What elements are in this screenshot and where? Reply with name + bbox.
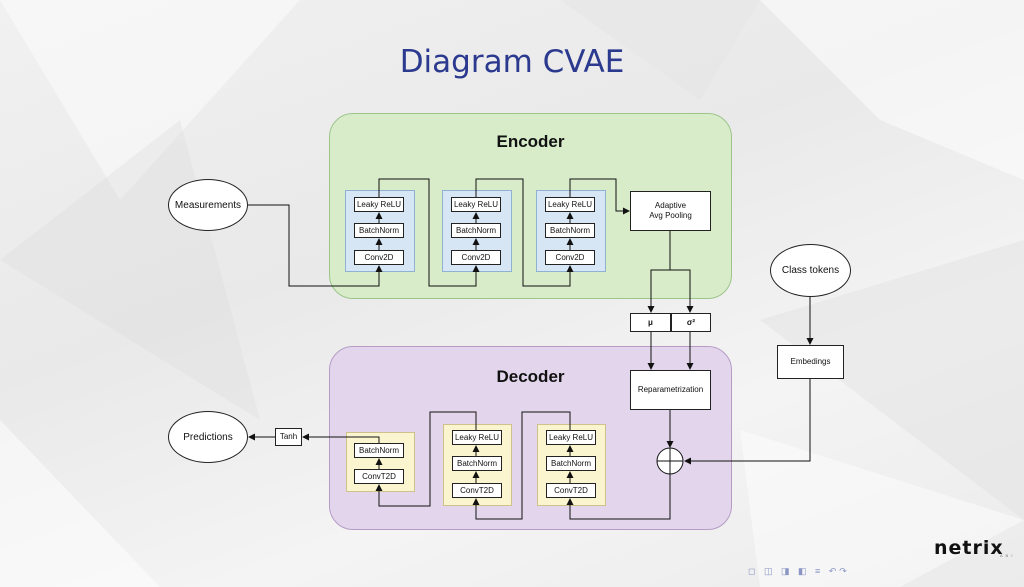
decoder-block-1-batchnorm: BatchNorm: [354, 443, 404, 458]
class-tokens-node: Class tokens: [770, 244, 851, 297]
encoder-block-2-batchnorm: BatchNorm: [451, 223, 501, 238]
encoder-title: Encoder: [496, 132, 565, 151]
decoder-block-3-batchnorm: BatchNorm: [546, 456, 596, 471]
measurements-node: Measurements: [168, 179, 248, 231]
encoder-block-3-leaky-relu: Leaky ReLU: [545, 197, 595, 212]
netrix-logo-subtext: A B I: [1000, 553, 1014, 558]
tanh-node: Tanh: [275, 428, 302, 446]
slide-navigation[interactable]: ◻ ◫ ◨ ◧ ≡ ↶↷: [748, 566, 850, 576]
decoder-block-3-leaky-relu: Leaky ReLU: [546, 430, 596, 445]
sigma-node: σ²: [671, 313, 711, 332]
encoder-block-1-conv2d: Conv2D: [354, 250, 404, 265]
pooling-line-2: Avg Pooling: [649, 211, 692, 220]
reparametrization-node: Reparametrization: [630, 370, 711, 410]
adaptive-avg-pooling: Adaptive Avg Pooling: [630, 191, 711, 231]
mu-node: μ: [630, 313, 671, 332]
decoder-block-1-convt2d: ConvT2D: [354, 469, 404, 484]
decoder-block-2-convt2d: ConvT2D: [452, 483, 502, 498]
netrix-logo: netrix: [934, 537, 1004, 559]
encoder-block-2-leaky-relu: Leaky ReLU: [451, 197, 501, 212]
encoder-block-3-conv2d: Conv2D: [545, 250, 595, 265]
decoder-title: Decoder: [496, 367, 565, 386]
add-operator: [656, 447, 684, 475]
decoder-block-2-batchnorm: BatchNorm: [452, 456, 502, 471]
decoder-block-3-convt2d: ConvT2D: [546, 483, 596, 498]
pooling-line-1: Adaptive: [654, 201, 687, 211]
decoder-block-2-leaky-relu: Leaky ReLU: [452, 430, 502, 445]
predictions-node: Predictions: [168, 411, 248, 463]
embedings-node: Embedings: [777, 345, 844, 379]
slide-title: Diagram CVAE: [399, 44, 625, 80]
encoder-block-2-conv2d: Conv2D: [451, 250, 501, 265]
encoder-block-1-batchnorm: BatchNorm: [354, 223, 404, 238]
encoder-block-1-leaky-relu: Leaky ReLU: [354, 197, 404, 212]
encoder-block-3-batchnorm: BatchNorm: [545, 223, 595, 238]
